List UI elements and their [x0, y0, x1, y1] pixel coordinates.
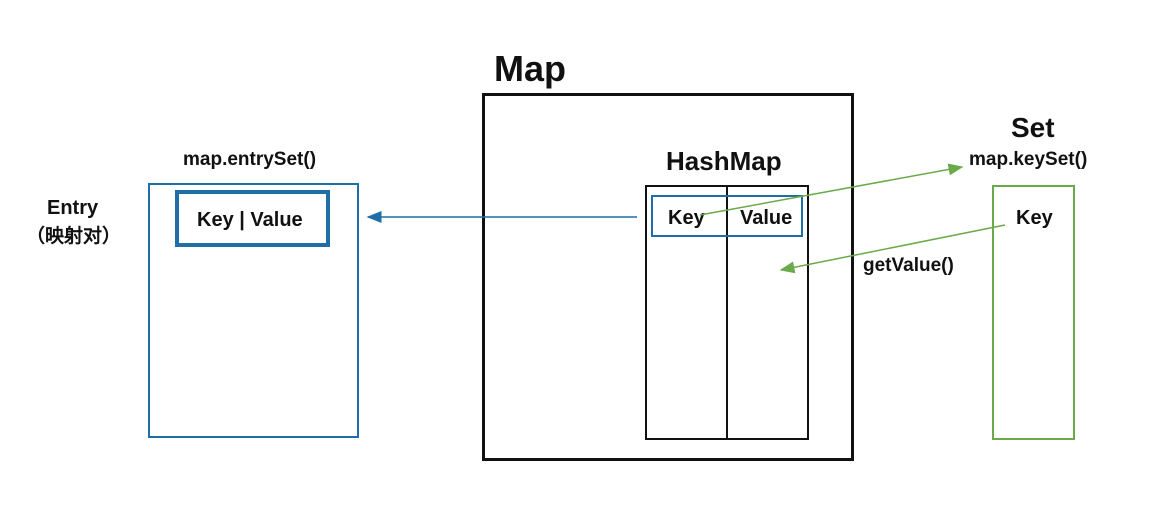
- hashmap-entry-row: [651, 195, 803, 237]
- entryset-entry: [175, 190, 330, 247]
- entryset-container: [148, 183, 359, 438]
- entryset-entry-label: Key | Value: [197, 209, 303, 231]
- keyset-arrow: [699, 163, 964, 216]
- keyset-container: [992, 185, 1075, 440]
- entry-label: Entry: [47, 197, 99, 219]
- map-title: Map: [494, 48, 566, 89]
- hashmap-value-label: Value: [740, 207, 793, 229]
- hashmap-key-label: Key: [668, 207, 705, 229]
- map-container: [482, 93, 854, 461]
- entryset-caption: map.entrySet(): [183, 149, 317, 170]
- hashmap-title: HashMap: [666, 146, 782, 176]
- getvalue-arrow: [779, 224, 1006, 274]
- getvalue-label: getValue(): [863, 255, 954, 276]
- keyset-caption: map.keySet(): [969, 149, 1088, 170]
- set-title: Set: [1011, 112, 1055, 143]
- hashmap-column-divider: [726, 185, 728, 440]
- keyset-key-label: Key: [1016, 207, 1053, 229]
- entry-sublabel: （映射对）: [26, 226, 122, 247]
